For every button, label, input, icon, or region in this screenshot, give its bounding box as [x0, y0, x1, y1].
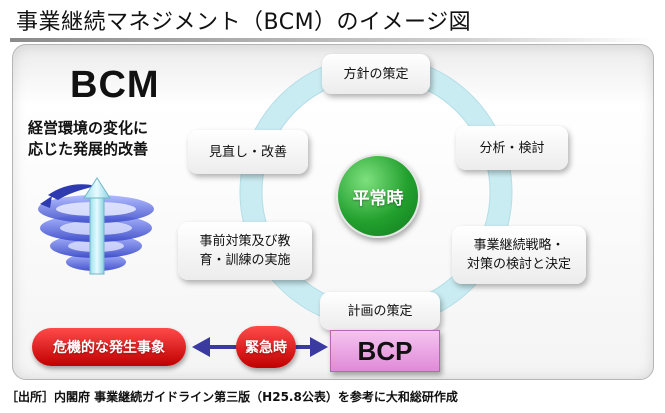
step-label: 育・訓練の実施: [199, 253, 291, 268]
step-label: 事業継続戦略・: [473, 238, 565, 253]
source-note: ［出所］内閣府 事業継続ガイドライン第三版（H25.8公表）を参考に大和総研作成: [6, 390, 458, 404]
bcm-description: 経営環境の変化に 応じた発展的改善: [28, 118, 148, 160]
step-review: 見直し・改善: [188, 130, 308, 174]
step-label: 事前対策及び教: [199, 234, 291, 249]
step-analysis: 分析・検討: [456, 126, 568, 170]
step-label: 対策の検討と決定: [466, 257, 571, 272]
step-plan: 計画の策定: [320, 292, 440, 330]
bcm-description-line: 応じた発展的改善: [28, 140, 149, 158]
page-title: 事業継続マネジメント（BCM）のイメージ図: [16, 10, 472, 35]
step-label: 見直し・改善: [208, 144, 287, 160]
crisis-event-badge: 危機的な発生事象: [32, 328, 186, 366]
upward-arrow-icon: [83, 177, 111, 275]
emergency-badge: 緊急時: [236, 326, 296, 368]
step-training: 事前対策及び教 育・訓練の実施: [178, 222, 312, 280]
title-underline: [10, 38, 655, 42]
step-label: 計画の策定: [347, 303, 413, 319]
bcm-description-line: 経営環境の変化に: [28, 119, 149, 137]
bcm-heading: BCM: [70, 64, 160, 106]
step-policy: 方針の策定: [322, 54, 430, 94]
bcp-box: BCP: [330, 330, 440, 372]
step-label: 方針の策定: [343, 66, 409, 82]
step-label: 分析・検討: [479, 140, 545, 156]
normal-time-circle: 平常時: [336, 154, 420, 238]
step-strategy: 事業継続戦略・ 対策の検討と決定: [452, 226, 586, 284]
